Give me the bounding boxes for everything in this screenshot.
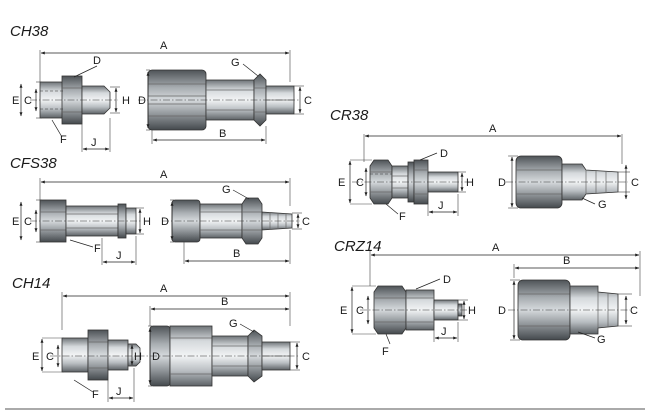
cfs38-label-e: E xyxy=(12,216,19,228)
ch38-label-d2: D xyxy=(138,95,146,107)
cr38-label-c1: C xyxy=(356,177,364,189)
ch38-title: CH38 xyxy=(10,23,49,40)
ch38-label-b: B xyxy=(219,128,226,140)
ch38-label-e: E xyxy=(12,95,19,107)
ch38-label-j: J xyxy=(91,137,97,149)
crz14-label-j: J xyxy=(441,326,447,338)
cfs38-label-a: A xyxy=(160,169,168,181)
ch14-label-f: F xyxy=(92,389,99,401)
ch14-title: CH14 xyxy=(12,275,50,292)
ch38-label-f: F xyxy=(60,134,67,146)
cfs38-label-c1: C xyxy=(24,216,32,228)
cr38-label-d2: D xyxy=(498,177,506,189)
ch14-label-e: E xyxy=(32,351,39,363)
crz14-female-socket xyxy=(517,279,619,341)
cr38-label-c2: C xyxy=(631,177,639,189)
ch38-label-a: A xyxy=(160,40,168,52)
ch38-label-c1: C xyxy=(24,95,32,107)
ch38-label-c2: C xyxy=(304,95,312,107)
crz14-label-a: A xyxy=(492,242,500,254)
ch14-label-b: B xyxy=(221,296,228,308)
cfs38-label-j: J xyxy=(116,250,122,262)
ch14-label-d: D xyxy=(152,351,160,363)
crz14-label-g: G xyxy=(597,334,606,346)
ch14-label-c2: C xyxy=(302,351,310,363)
cr38-label-d1: D xyxy=(440,148,448,160)
crz14-label-d1: D xyxy=(443,274,451,286)
crz14-label-c1: C xyxy=(356,305,364,317)
ch38-section: CH38 A E C D F H xyxy=(10,23,312,152)
cr38-title: CR38 xyxy=(330,107,369,124)
crz14-label-d2: D xyxy=(498,305,506,317)
crz14-label-h: H xyxy=(468,305,476,317)
cfs38-label-b: B xyxy=(233,248,240,260)
ch14-label-c1: C xyxy=(46,351,54,363)
crz14-section: CRZ14 A B E C D F H xyxy=(334,238,641,358)
crz14-label-c2: C xyxy=(630,305,638,317)
crz14-title: CRZ14 xyxy=(334,238,382,255)
cfs38-label-f: F xyxy=(94,243,101,255)
cfs38-label-d: D xyxy=(161,216,169,228)
ch14-label-g: G xyxy=(229,318,238,330)
ch14-label-a: A xyxy=(160,283,168,295)
ch14-label-j: J xyxy=(116,386,122,398)
cfs38-label-g: G xyxy=(222,184,231,196)
cr38-label-g: G xyxy=(598,199,607,211)
crz14-label-b: B xyxy=(563,255,570,267)
cr38-section: CR38 A E C D F xyxy=(330,107,639,223)
cr38-label-a: A xyxy=(489,123,497,135)
cr38-label-f: F xyxy=(399,211,406,223)
cr38-label-j: J xyxy=(438,200,444,212)
ch38-label-d1: D xyxy=(93,55,101,67)
ch38-label-g: G xyxy=(231,57,240,69)
crz14-label-f: F xyxy=(382,346,389,358)
cfs38-label-c2: C xyxy=(302,216,310,228)
ch38-label-h: H xyxy=(122,95,130,107)
ch14-male-plug xyxy=(61,329,141,381)
cr38-label-h: H xyxy=(466,177,474,189)
cfs38-label-h: H xyxy=(143,216,151,228)
crz14-label-e: E xyxy=(340,305,347,317)
cr38-label-e: E xyxy=(338,177,345,189)
ch14-label-h: H xyxy=(134,351,142,363)
cfs38-section: CFS38 A E C H F J xyxy=(10,155,310,265)
ch14-section: CH14 A B xyxy=(12,275,310,402)
cfs38-title: CFS38 xyxy=(10,155,57,172)
